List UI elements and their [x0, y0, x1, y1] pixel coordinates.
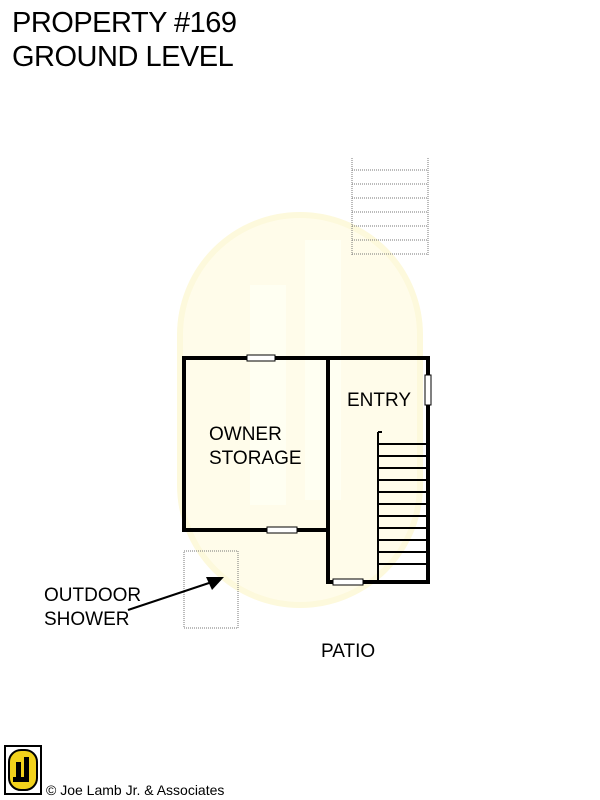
outdoor-shower-outline: [183, 550, 239, 629]
owner-storage-label: OWNER STORAGE: [209, 424, 302, 469]
shower-pointer-arrow: [127, 577, 224, 611]
level-name: GROUND LEVEL: [12, 41, 234, 73]
exterior-stairs: [351, 158, 429, 255]
watermark-logo: [177, 212, 423, 608]
plan-title: PROPERTY #169 GROUND LEVEL: [12, 6, 237, 74]
patio-label: PATIO: [321, 641, 376, 662]
interior-stairs: [377, 431, 428, 582]
openings: [246, 354, 432, 586]
company-logo: [4, 745, 42, 795]
entry-label: ENTRY: [347, 390, 412, 411]
outdoor-shower-label: OUTDOOR SHOWER: [44, 585, 142, 630]
copyright-notice: © Joe Lamb Jr. & Associates: [46, 782, 225, 798]
property-number: PROPERTY #169: [12, 7, 237, 39]
